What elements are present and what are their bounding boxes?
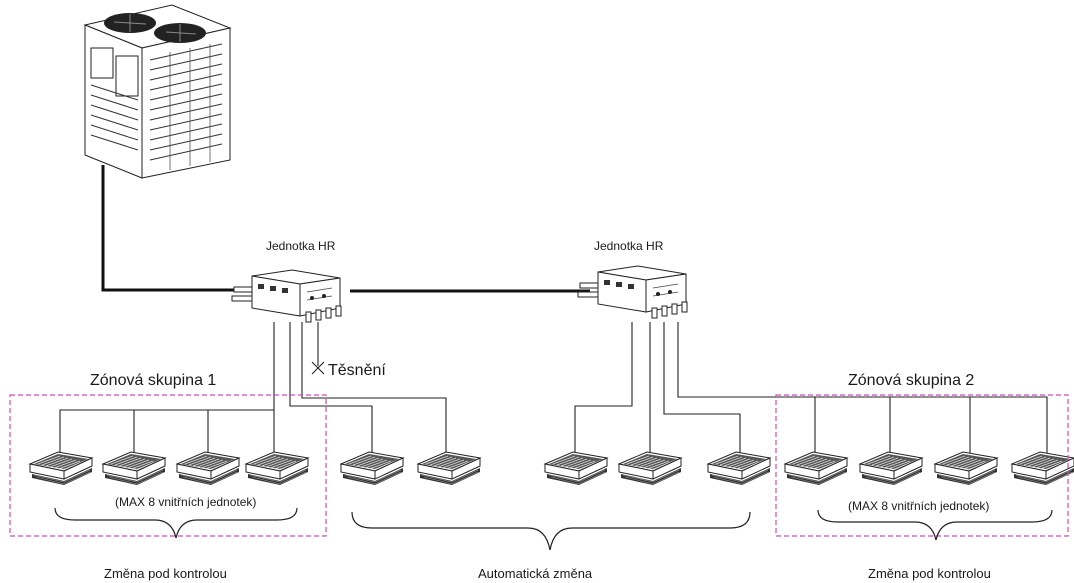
zone-group-1-box bbox=[9, 394, 327, 537]
hr-unit-label-2: Jednotka HR bbox=[594, 239, 664, 253]
bottom-label-right: Změna pod kontrolou bbox=[868, 566, 991, 581]
bottom-label-center: Automatická změna bbox=[478, 566, 593, 581]
zone-group-1-title: Zónová skupina 1 bbox=[90, 372, 216, 389]
indoor-units bbox=[29, 451, 1074, 486]
zone-group-2-max-note: (MAX 8 vnitřních jednotek) bbox=[848, 499, 989, 513]
brace-left bbox=[54, 507, 298, 539]
zone-group-2-box bbox=[775, 394, 1069, 537]
branch-pipes-hr2 bbox=[574, 322, 1048, 455]
brace-center bbox=[351, 511, 751, 551]
hr-box-icon bbox=[577, 265, 688, 319]
zone-group-2-title: Zónová skupina 2 bbox=[848, 372, 974, 389]
x-mark-icon bbox=[311, 361, 325, 375]
brace-right bbox=[817, 509, 1053, 541]
outdoor-condenser-icon bbox=[83, 4, 232, 179]
hr-box-icon bbox=[231, 269, 342, 323]
seal-label: Těsnění bbox=[328, 362, 386, 379]
zone-group-1-max-note: (MAX 8 vnitřních jednotek) bbox=[115, 495, 256, 509]
bottom-label-left: Změna pod kontrolou bbox=[104, 566, 227, 581]
branch-pipes-hr1 bbox=[59, 322, 447, 455]
hr-unit-label-1: Jednotka HR bbox=[266, 239, 336, 253]
main-pipe-outdoor-to-hr1 bbox=[101, 165, 240, 292]
